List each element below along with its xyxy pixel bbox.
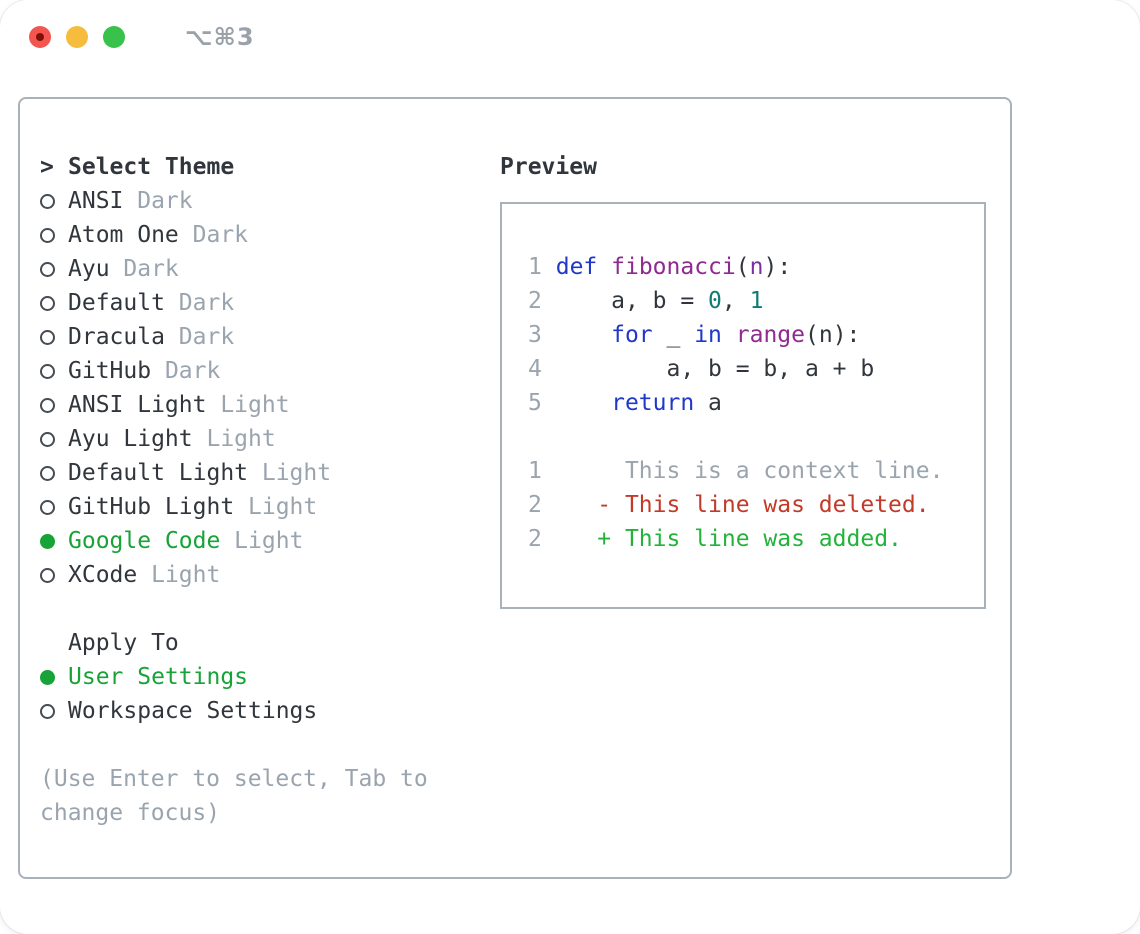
radio-icon bbox=[40, 397, 55, 413]
theme-option-label: ANSI Light bbox=[68, 392, 207, 418]
line-number: 5 bbox=[528, 390, 542, 416]
cursor-caret-icon: > bbox=[40, 154, 54, 180]
theme-option-ayu[interactable]: Ayu Dark bbox=[40, 252, 500, 286]
theme-variant-tag: Light bbox=[220, 392, 290, 418]
preview-box: 1 def fibonacci(n): 2 a, b = 0, 1 3 for _ … bbox=[500, 202, 986, 609]
theme-option-github[interactable]: GitHub Dark bbox=[40, 354, 500, 388]
theme-option-label: Ayu bbox=[68, 256, 110, 282]
radio-icon bbox=[40, 261, 55, 277]
theme-option-ansi[interactable]: ANSI Dark bbox=[40, 184, 500, 218]
theme-variant-tag: Light bbox=[248, 494, 318, 520]
theme-option-dracula[interactable]: Dracula Dark bbox=[40, 320, 500, 354]
radio-icon bbox=[40, 295, 55, 311]
window-title: ⌥⌘3 bbox=[185, 23, 255, 51]
theme-option-xcode[interactable]: XCode Light bbox=[40, 558, 500, 592]
theme-option-label: Default Light bbox=[68, 460, 249, 486]
diff-line-added: 2 + This line was added. bbox=[528, 526, 902, 552]
preview-header: Preview bbox=[500, 154, 597, 180]
theme-option-label: ANSI bbox=[68, 188, 124, 214]
theme-option-default[interactable]: Default Dark bbox=[40, 286, 500, 320]
theme-option-github-light[interactable]: GitHub Light Light bbox=[40, 490, 500, 524]
radio-icon bbox=[40, 193, 55, 209]
theme-option-label: XCode bbox=[68, 562, 138, 588]
theme-option-default-light[interactable]: Default Light Light bbox=[40, 456, 500, 490]
radio-selected-icon bbox=[40, 669, 55, 685]
theme-option-label: Ayu Light bbox=[68, 426, 193, 452]
apply-option-user-settings[interactable]: User Settings bbox=[40, 660, 500, 694]
theme-variant-tag: Dark bbox=[192, 222, 249, 248]
theme-option-label: GitHub Light bbox=[68, 494, 235, 520]
radio-icon bbox=[40, 499, 55, 515]
theme-option-label: Default bbox=[68, 290, 165, 316]
theme-variant-tag: Dark bbox=[123, 256, 179, 282]
code-line: 5 return a bbox=[528, 390, 722, 416]
apply-option-workspace-settings[interactable]: Workspace Settings bbox=[40, 694, 500, 728]
radio-icon bbox=[40, 567, 55, 583]
theme-variant-tag: Dark bbox=[164, 358, 221, 384]
theme-option-ayu-light[interactable]: Ayu Light Light bbox=[40, 422, 500, 456]
line-number: 1 bbox=[528, 458, 542, 484]
radio-selected-icon bbox=[40, 533, 55, 549]
theme-option-label: GitHub bbox=[68, 358, 152, 384]
code-line: 3 for _ in range(n): bbox=[528, 322, 861, 348]
apply-option-label: User Settings bbox=[68, 664, 249, 690]
preview-column: Preview 1 def fibonacci(n): 2 a, b = 0, 1… bbox=[500, 150, 1010, 877]
line-number: 2 bbox=[528, 492, 542, 518]
theme-option-label: Google Code bbox=[68, 528, 221, 554]
preview-lines: 1 def fibonacci(n): 2 a, b = 0, 1 3 for _ … bbox=[528, 250, 984, 556]
theme-variant-tag: Light bbox=[261, 460, 332, 486]
select-theme-header: > Select Theme bbox=[40, 150, 500, 184]
diff-line-deleted: 2 - This line was deleted. bbox=[528, 492, 930, 518]
theme-option-atom-one[interactable]: Atom One Dark bbox=[40, 218, 500, 252]
theme-variant-tag: Light bbox=[151, 562, 221, 588]
radio-icon bbox=[40, 465, 55, 481]
line-number: 3 bbox=[528, 322, 542, 348]
apply-option-label: Workspace Settings bbox=[68, 698, 318, 724]
maximize-button[interactable] bbox=[103, 26, 125, 48]
line-number: 2 bbox=[528, 288, 542, 314]
radio-icon bbox=[40, 431, 55, 447]
line-number: 4 bbox=[528, 356, 542, 382]
titlebar: ⌥⌘3 bbox=[0, 0, 1140, 97]
line-number: 1 bbox=[528, 254, 542, 280]
radio-icon bbox=[40, 703, 55, 719]
code-line: 1 def fibonacci(n): bbox=[528, 254, 792, 280]
theme-option-label: Dracula bbox=[68, 324, 165, 350]
theme-variant-tag: Light bbox=[206, 426, 276, 452]
diff-line-context: 1 This is a context line. bbox=[528, 458, 944, 484]
radio-icon bbox=[40, 329, 55, 345]
theme-variant-tag: Light bbox=[234, 528, 304, 554]
radio-icon bbox=[40, 227, 55, 243]
radio-icon bbox=[40, 363, 55, 379]
theme-variant-tag: Dark bbox=[178, 290, 235, 316]
theme-option-ansi-light[interactable]: ANSI Light Light bbox=[40, 388, 500, 422]
line-number: 2 bbox=[528, 526, 542, 552]
blank-line bbox=[528, 420, 984, 454]
select-theme-label: Select Theme bbox=[68, 154, 235, 180]
code-line: 2 a, b = 0, 1 bbox=[528, 288, 764, 314]
close-button[interactable] bbox=[29, 26, 51, 48]
code-line: 4 a, b = b, a + b bbox=[528, 356, 875, 382]
minimize-button[interactable] bbox=[66, 26, 88, 48]
theme-variant-tag: Dark bbox=[137, 188, 193, 214]
theme-option-label: Atom One bbox=[68, 222, 179, 248]
theme-option-google-code[interactable]: Google Code Light bbox=[40, 524, 500, 558]
apply-to-label: Apply To bbox=[68, 630, 179, 656]
apply-to-header: Apply To bbox=[40, 626, 500, 660]
theme-variant-tag: Dark bbox=[178, 324, 235, 350]
close-dot-icon bbox=[36, 33, 44, 41]
